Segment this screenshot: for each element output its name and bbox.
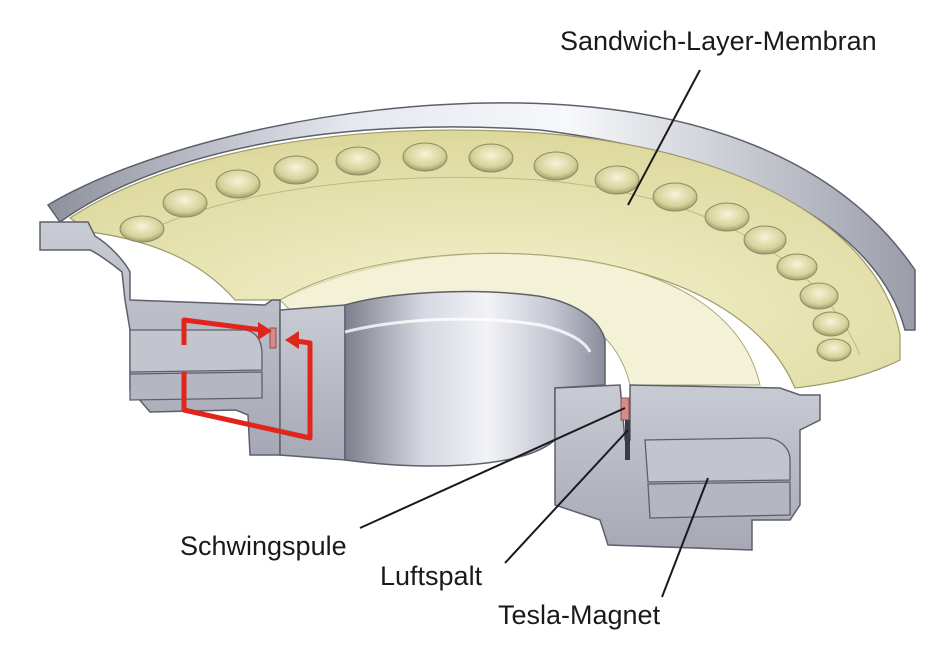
flux-arrowhead-left — [285, 331, 299, 349]
outer-rim — [46, 102, 916, 331]
air-gap-right — [625, 420, 630, 460]
label-magnet: Tesla-Magnet — [498, 600, 661, 630]
label-voice-coil: Schwingspule — [180, 531, 347, 561]
right-magnet-upper — [644, 437, 791, 483]
leader-gap — [504, 429, 629, 564]
center-bore — [344, 290, 606, 467]
flux-arrowhead-right — [258, 322, 272, 340]
leader-magnet — [661, 477, 709, 598]
label-air-gap: Luftspalt — [380, 561, 483, 591]
leader-lines — [359, 69, 709, 598]
voice-coil-left — [269, 327, 277, 349]
left-magnet-upper — [129, 329, 263, 373]
right-magnet-lower — [647, 481, 791, 519]
leader-membrane — [627, 69, 701, 206]
flux-path — [181, 317, 313, 441]
left-magnet-lower — [129, 371, 263, 401]
membrane-holes — [119, 142, 852, 362]
leader-coil — [359, 407, 626, 529]
label-membrane: Sandwich-Layer-Membran — [560, 26, 877, 56]
bore-top-rim — [344, 317, 592, 353]
